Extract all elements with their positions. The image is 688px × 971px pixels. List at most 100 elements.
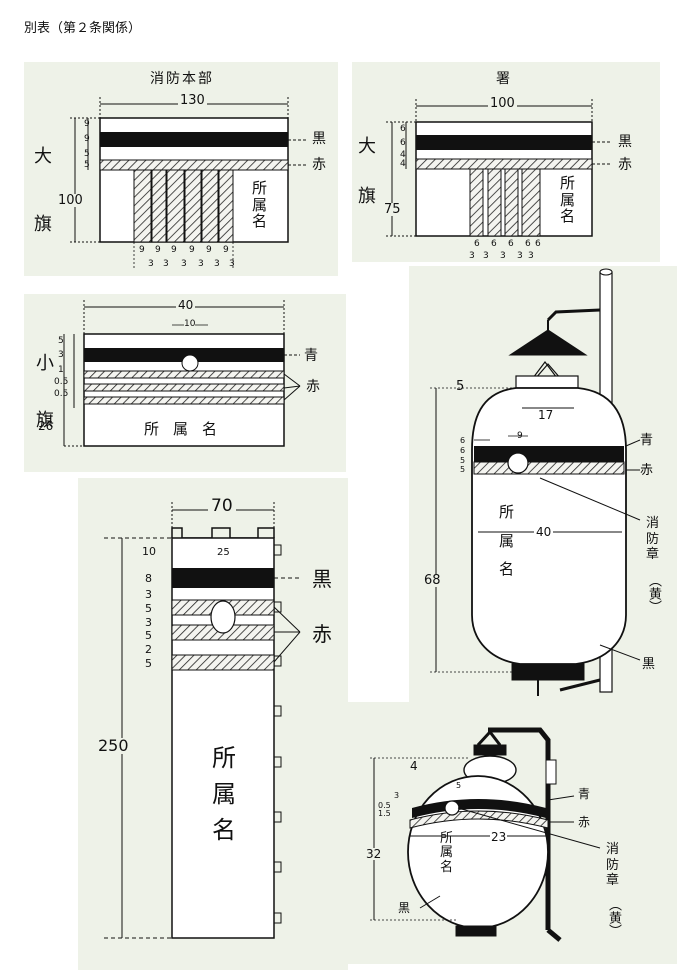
flag-small [63, 300, 301, 447]
flag-large-station-tail-bottom-3: 3 [528, 251, 534, 261]
lantern-long-body-width: 40 [534, 525, 554, 539]
flag-large-station-dim-2: 4 [400, 150, 406, 160]
flag-small-red-label: 赤 [306, 379, 320, 395]
flag-small-dim-0: 5 [58, 336, 64, 346]
flag-large-station-height: 75 [384, 202, 401, 217]
flag-small-dim-4: 0.5 [54, 389, 69, 399]
flag-large-hq-title: 消防本部 [150, 71, 214, 87]
banner-dim-1: 8 [145, 572, 152, 585]
banner-affiliation: 所属名 [212, 744, 236, 844]
flag-large-hq-tail-top-0: 9 [139, 245, 145, 255]
flag-large-station-black-label: 黒 [618, 134, 632, 150]
flag-large-hq-tail-top-4: 9 [223, 245, 229, 255]
flag-large-hq-red-label: 赤 [312, 157, 326, 173]
banner-height: 250 [98, 736, 129, 755]
lantern-round-top: 4 [410, 759, 418, 773]
lantern-round-height: 32 [366, 847, 382, 861]
flag-large-hq-black-label: 黒 [312, 131, 326, 147]
flag-large-hq-width: 130 [178, 93, 207, 108]
banner-dim-0: 10 [142, 545, 156, 558]
lantern-long-band-2: 5 [460, 456, 466, 465]
lantern-long-top: 5 [456, 379, 465, 394]
flag-large-station-side-bottom: 旗 [358, 186, 376, 207]
lantern-round-circle: 5 [456, 781, 462, 790]
flag-large-station-tail-top-4: 6 [535, 239, 541, 249]
banner-width: 70 [208, 498, 236, 515]
flag-large-hq-side-top: 大 [34, 146, 52, 167]
banner-black-label: 黒 [312, 567, 332, 591]
flag-small-affiliation: 所属名 [144, 420, 232, 438]
flag-large-station-dim-1: 6 [400, 138, 406, 148]
lantern-long [430, 268, 641, 696]
flag-small-side-top: 小 [36, 353, 54, 374]
lantern-round-band-2: 1.5 [378, 809, 391, 818]
flag-small-height: 26 [38, 419, 54, 433]
flag-large-hq-tail-top-2: 9 [189, 245, 195, 255]
lantern-round-red-label: 赤 [578, 815, 591, 829]
banner-dim-4: 3 [145, 616, 152, 629]
lantern-round-blue-label: 青 [578, 787, 591, 801]
flag-large-hq-tail-bottom-1: 3 [163, 259, 169, 269]
flag-large-hq-tail-bottom-3: 3 [198, 259, 204, 269]
flag-large-station-tail-top-3: 6 [525, 239, 531, 249]
flag-small-dim-3: 0.5 [54, 377, 69, 387]
banner-dim-7: 5 [145, 657, 152, 670]
flag-small-blue-label: 青 [304, 348, 318, 364]
banner-top-gap: 25 [217, 547, 230, 558]
flag-large-station-tail-bottom-4: 3 [469, 251, 475, 261]
flag-large-station-width: 100 [488, 96, 517, 111]
flag-large-station-red-label: 赤 [618, 157, 632, 173]
flag-large-hq-dim-0: 9 [84, 119, 90, 129]
flag-large-station-side-top: 大 [358, 136, 376, 157]
lantern-long-circle: 9 [517, 431, 523, 441]
lantern-long-black-label: 黒 [642, 657, 656, 672]
flag-large-hq-tail-bottom-2: 3 [181, 259, 187, 269]
flag-small-width: 40 [176, 298, 196, 312]
flag-large-station-tail-top-2: 6 [508, 239, 514, 249]
lantern-round-affiliation: 所属名 [440, 831, 454, 875]
flag-large-hq-side-bottom: 旗 [34, 214, 52, 235]
lantern-round-emblem-color: （黄） [606, 898, 621, 937]
banner-red-label: 赤 [312, 622, 332, 646]
flag-large-hq-tail-top-3: 9 [206, 245, 212, 255]
lantern-round-band-0: 3 [394, 791, 400, 800]
flag-small-dim-2: 1 [58, 365, 64, 375]
banner-dim-2: 3 [145, 588, 152, 601]
flag-small-dim-1: 3 [58, 350, 64, 360]
flag-large-hq-dim-1: 9 [84, 134, 90, 144]
lantern-long-blue-label: 青 [640, 433, 654, 448]
flag-large-station-title: 署 [496, 71, 510, 87]
flag-large-station-affiliation: 所属名 [560, 174, 576, 225]
flag-large-station-dim-0: 6 [400, 124, 406, 134]
flag-large-hq-tail-bottom-5: 3 [229, 259, 235, 269]
lantern-long-height: 68 [424, 573, 441, 588]
flag-large-station-dim-3: 4 [400, 159, 406, 169]
banner-dim-3: 5 [145, 602, 152, 615]
lantern-round-black-label: 黒 [398, 901, 411, 915]
flag-large-hq-affiliation: 所属名 [252, 179, 268, 230]
lantern-round [370, 727, 601, 942]
lantern-long-affiliation: 所属名 [499, 503, 515, 578]
banner-dim-6: 2 [145, 643, 152, 656]
flag-large-station [386, 99, 612, 237]
flag-large-hq-height: 100 [58, 193, 83, 208]
lantern-long-red-label: 赤 [640, 463, 654, 478]
flag-large-hq-dim-3: 5 [84, 160, 90, 170]
flag-large-station-tail-bottom-0: 3 [483, 251, 489, 261]
flag-large-hq-tail-bottom-4: 3 [214, 259, 220, 269]
flag-large-station-tail-top-0: 6 [474, 239, 480, 249]
banner-vertical [104, 502, 301, 939]
flag-large-hq-tail-bottom-0: 3 [148, 259, 154, 269]
flag-large-hq-tail-top-5: 9 [155, 245, 161, 255]
lantern-round-body-width: 23 [490, 830, 508, 844]
banner-dim-5: 5 [145, 629, 152, 642]
lantern-round-band-1: 0.5 [378, 801, 391, 810]
flag-large-station-tail-bottom-1: 3 [500, 251, 506, 261]
flag-large-hq-dim-2: 5 [84, 149, 90, 159]
lantern-long-band-3: 5 [460, 465, 466, 474]
lantern-long-band-1: 6 [460, 446, 466, 455]
flag-large-hq-tail-top-1: 9 [171, 245, 177, 255]
page-title: 別表（第２条関係） [24, 21, 142, 36]
lantern-long-band-0: 6 [460, 436, 466, 445]
